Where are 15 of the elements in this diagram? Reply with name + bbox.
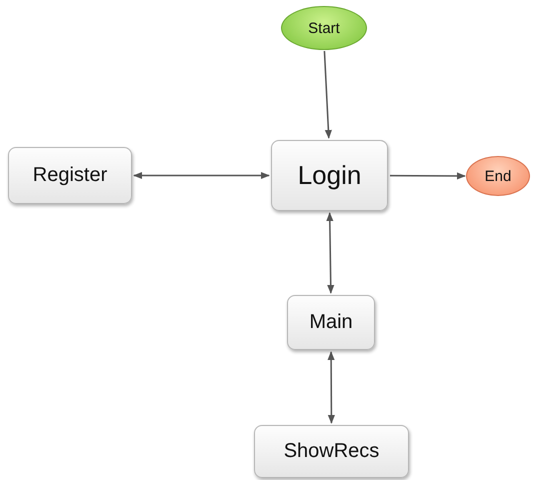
process-box bbox=[287, 295, 375, 350]
node-label: Start bbox=[308, 20, 340, 36]
node-label: ShowRecs bbox=[284, 440, 380, 463]
node-label: Main bbox=[309, 311, 353, 334]
arrow bbox=[390, 172, 466, 180]
arrow bbox=[328, 351, 335, 424]
arrow bbox=[324, 50, 332, 139]
process-box bbox=[254, 425, 409, 478]
arrow bbox=[326, 212, 334, 294]
process-box bbox=[8, 147, 132, 204]
arrow bbox=[133, 172, 270, 180]
process-box bbox=[271, 140, 388, 211]
node-label: Login bbox=[298, 160, 362, 191]
node-label: Register bbox=[32, 164, 108, 187]
node-label: End bbox=[484, 168, 512, 184]
